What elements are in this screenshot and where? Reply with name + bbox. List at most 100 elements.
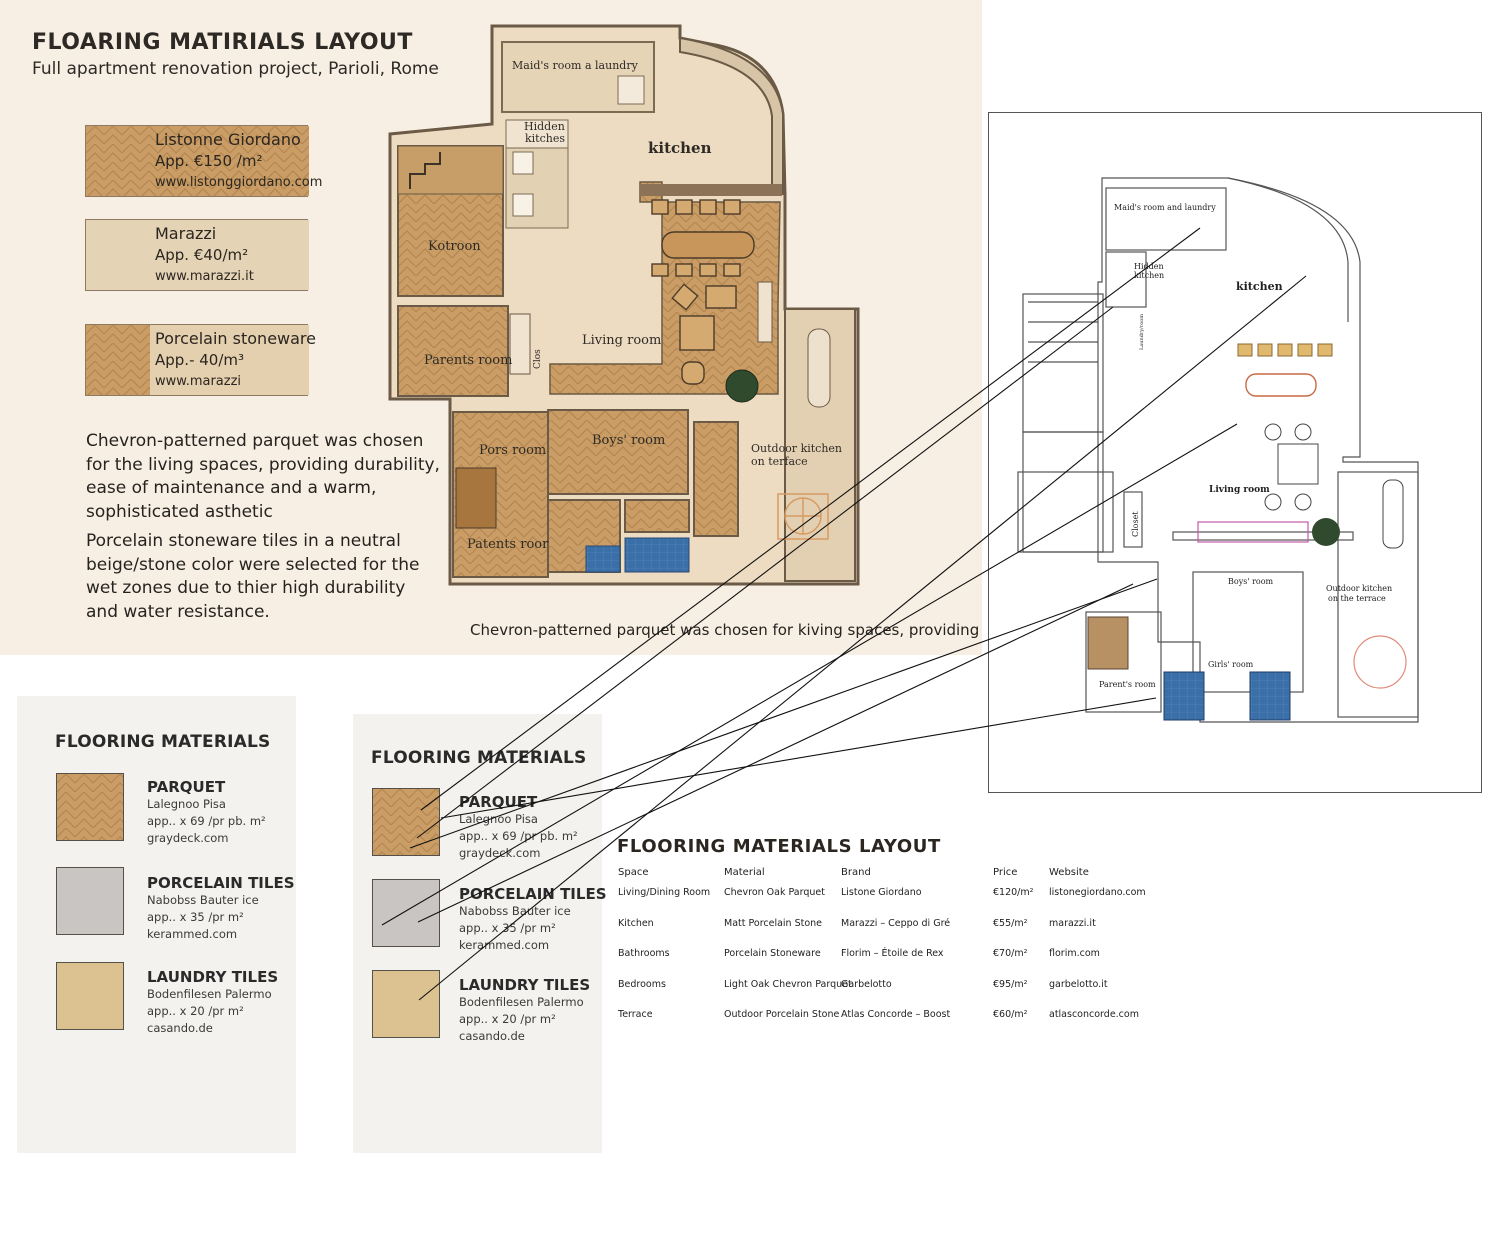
room-label: Hidden (524, 120, 565, 133)
table-cell: Matt Porcelain Stone (724, 917, 823, 929)
table-cell: Kitchen (618, 917, 654, 929)
table-cell: Garbelotto (841, 978, 892, 990)
table-cell: Living/Dining Room (618, 887, 711, 898)
table-cell: atlasconcorde.com (1049, 1009, 1139, 1020)
stair-icon (409, 152, 441, 189)
material-item: LAUNDRY TILES Bodenfilesen Palermo app..… (147, 968, 278, 1037)
room-label: Hidden (1134, 262, 1164, 271)
material-item: LAUNDRY TILES Bodenfilesen Palermo app..… (459, 976, 590, 1045)
materials-card-a: FLOORING MATERIALS PARQUET Lalegnoo Pisa… (17, 696, 296, 1153)
bed-icon (1087, 616, 1129, 670)
room-label: Pors room (479, 443, 546, 458)
bathroom-tile (585, 545, 621, 573)
table-cell: Terrace (618, 1009, 653, 1020)
swatch-name: Porcelain stoneware (155, 329, 316, 348)
material-name: PORCELAIN TILES (147, 874, 295, 892)
appliance-icon (512, 151, 534, 175)
room-label: Outdoor kitchen (751, 442, 842, 455)
parquet-swatch (372, 788, 440, 856)
room-label: Parents room (424, 353, 512, 368)
material-brand: Nabobss Bauter ice (459, 904, 571, 918)
table-header-cell: Price (993, 867, 1018, 878)
terrace-table-icon (807, 328, 831, 408)
material-url: casando.de (459, 1029, 525, 1043)
porcelain-swatch (56, 867, 124, 935)
stair-icon (1028, 301, 1098, 363)
bed-icon (1163, 671, 1205, 721)
material-price: app.. x 69 /pr pb. m² (459, 829, 578, 843)
room-label: Outdoor kitchen (1326, 584, 1392, 593)
table-cell: €70/m² (993, 948, 1028, 959)
swatch-name: Listonne Giordano (155, 130, 301, 149)
closet (509, 313, 531, 375)
color-floor-plan: Maid's room a laundry Hidden kitches kit… (388, 24, 860, 586)
room-label: kitchen (1236, 280, 1283, 293)
materials-card-b: FLOORING MATERIALS PARQUET Lalegnoo Pisa… (353, 714, 607, 1153)
table-cell: Atlas Concorde – Boost (841, 1009, 951, 1020)
material-name: PORCELAIN TILES (459, 885, 607, 903)
table-header-cell: Space (618, 867, 649, 878)
material-item: PORCELAIN TILES Nabobss Bauter ice app..… (459, 885, 607, 954)
parquet-swatch (56, 773, 124, 841)
room-label: on the terrace (1328, 594, 1386, 603)
table-cell: €95/m² (993, 978, 1028, 990)
parents-room (397, 305, 509, 397)
swatch-price: App.- 40/m³ (155, 351, 245, 369)
table-cell: garbelotto.it (1049, 978, 1108, 990)
material-item: PARQUET Lalegnoo Pisa app.. x 69 /pr pb.… (147, 778, 266, 847)
room-label: Maid's room and laundry (1114, 203, 1216, 212)
table-cell: Listone Giordano (841, 887, 922, 898)
swatch-card-marazzi: Marazzi App. €40/m² www.marazzi.it (85, 219, 309, 291)
porcelain-swatch (372, 879, 440, 947)
swatch-card-listone: Listonne Giordano App. €150 /m² www.list… (85, 125, 322, 197)
material-url: graydeck.com (147, 831, 229, 845)
small-room (624, 499, 690, 533)
wall-segment (640, 184, 782, 196)
material-brand: Nabobss Bauter ice (147, 893, 259, 907)
material-url: casando.de (147, 1021, 213, 1035)
room-label: Boys' room (1228, 577, 1274, 586)
material-price: app.. x 20 /pr m² (147, 1004, 244, 1018)
room-label: Living room (582, 333, 661, 348)
terrace (1337, 471, 1419, 718)
swatch-price: App. €150 /m² (155, 152, 263, 170)
material-price: app.. x 69 /pr pb. m² (147, 814, 266, 828)
description-parquet: Chevron-patterned parquet was chosen for… (86, 431, 440, 522)
table-cell: Bedrooms (618, 978, 666, 990)
swatch-url: www.marazzi.it (155, 269, 254, 284)
laundry-swatch (372, 970, 440, 1038)
room-label: Closet (1131, 511, 1140, 537)
line-floor-plan: Maid's room and laundry Hidden kitchen k… (1017, 177, 1419, 723)
swatch-url: www.listonggiordano.com (155, 175, 323, 190)
appliance-icon (512, 193, 534, 217)
material-brand: Lalegnoo Pisa (459, 812, 538, 826)
table-title: FLOORING MATERIALS LAYOUT (617, 836, 941, 857)
bed-icon (455, 467, 497, 529)
plant-icon (1312, 518, 1340, 546)
terrace-table-icon (1382, 479, 1404, 549)
table-cell: Light Oak Chevron Parquet (724, 978, 852, 990)
boys-room (547, 409, 689, 495)
table-cell: Porcelain Stoneware (724, 948, 821, 959)
material-price: app.. x 20 /pr m² (459, 1012, 556, 1026)
material-brand: Bodenfilesen Palermo (147, 987, 272, 1001)
swatch-texture (86, 325, 309, 395)
description-porcelain: Porcelain stoneware tiles in a neutral b… (86, 531, 420, 622)
maids-room (1105, 187, 1227, 251)
room-label: on terface (751, 455, 808, 468)
material-url: kerammed.com (459, 938, 550, 952)
material-item: PARQUET Lalegnoo Pisa app.. x 69 /pr pb.… (459, 793, 578, 862)
sink-icon (617, 75, 645, 105)
table-cell: listonegiordano.com (1049, 887, 1146, 898)
board-subtitle: Full apartment renovation project, Pario… (32, 59, 439, 79)
swatch-url: www.marazzi (155, 374, 242, 389)
table-cell: €120/m² (993, 887, 1034, 898)
material-url: graydeck.com (459, 846, 541, 860)
bathroom-tile (624, 537, 690, 573)
room-label: Kotroon (428, 239, 481, 254)
room-label: Boys' room (592, 433, 665, 448)
room-label: kitches (525, 132, 565, 145)
table-cell: €60/m² (993, 1009, 1028, 1020)
living-furniture (1264, 423, 1319, 511)
dining-set (1237, 343, 1333, 397)
